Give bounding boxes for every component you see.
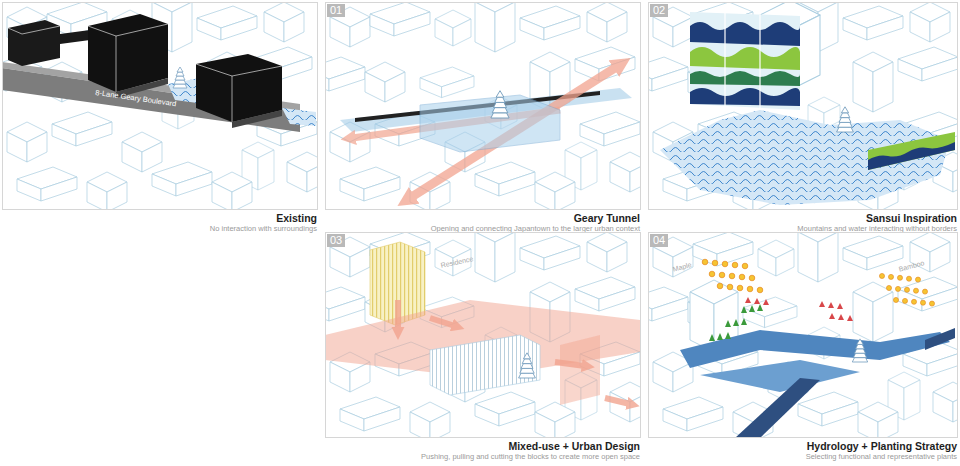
callout-number: 03 bbox=[327, 234, 345, 247]
panel-caption: Mixed-use + Urban DesignPushing, pulling… bbox=[326, 440, 640, 462]
tunnel-illustration bbox=[325, 2, 641, 210]
panel-caption: ExistingNo interaction with surroundings bbox=[3, 212, 317, 234]
plant-label: Bamboo bbox=[898, 259, 925, 273]
mixed-use-illustration bbox=[325, 232, 641, 438]
panel-caption: Sansui InspirationMountains and water in… bbox=[649, 212, 957, 234]
panel-title: Existing bbox=[3, 212, 317, 224]
existing-illustration bbox=[2, 2, 318, 210]
callout-number: 01 bbox=[327, 4, 345, 17]
panel-frame: Sansui InspirationMountains and water in… bbox=[648, 2, 958, 210]
panel-subtitle: No interaction with surroundings bbox=[3, 224, 317, 234]
callout-number: 04 bbox=[650, 234, 668, 247]
panel-caption: Geary TunnelOpening and connecting Japan… bbox=[326, 212, 640, 234]
panel-frame: Mixed-use + Urban DesignPushing, pulling… bbox=[325, 232, 641, 438]
hydrology-illustration bbox=[648, 232, 958, 438]
panel-subtitle: Selecting functional and representative … bbox=[649, 452, 957, 462]
sansui-illustration bbox=[648, 2, 958, 210]
panel-caption: Hydrology + Planting StrategySelecting f… bbox=[649, 440, 957, 462]
panel-subtitle: Pushing, pulling and cutting the blocks … bbox=[326, 452, 640, 462]
panel-title: Mixed-use + Urban Design bbox=[326, 440, 640, 452]
panel-title: Hydrology + Planting Strategy bbox=[649, 440, 957, 452]
panel-title: Geary Tunnel bbox=[326, 212, 640, 224]
panel-title: Sansui Inspiration bbox=[649, 212, 957, 224]
callout-number: 02 bbox=[650, 4, 668, 17]
panel-frame: Geary TunnelOpening and connecting Japan… bbox=[325, 2, 641, 210]
